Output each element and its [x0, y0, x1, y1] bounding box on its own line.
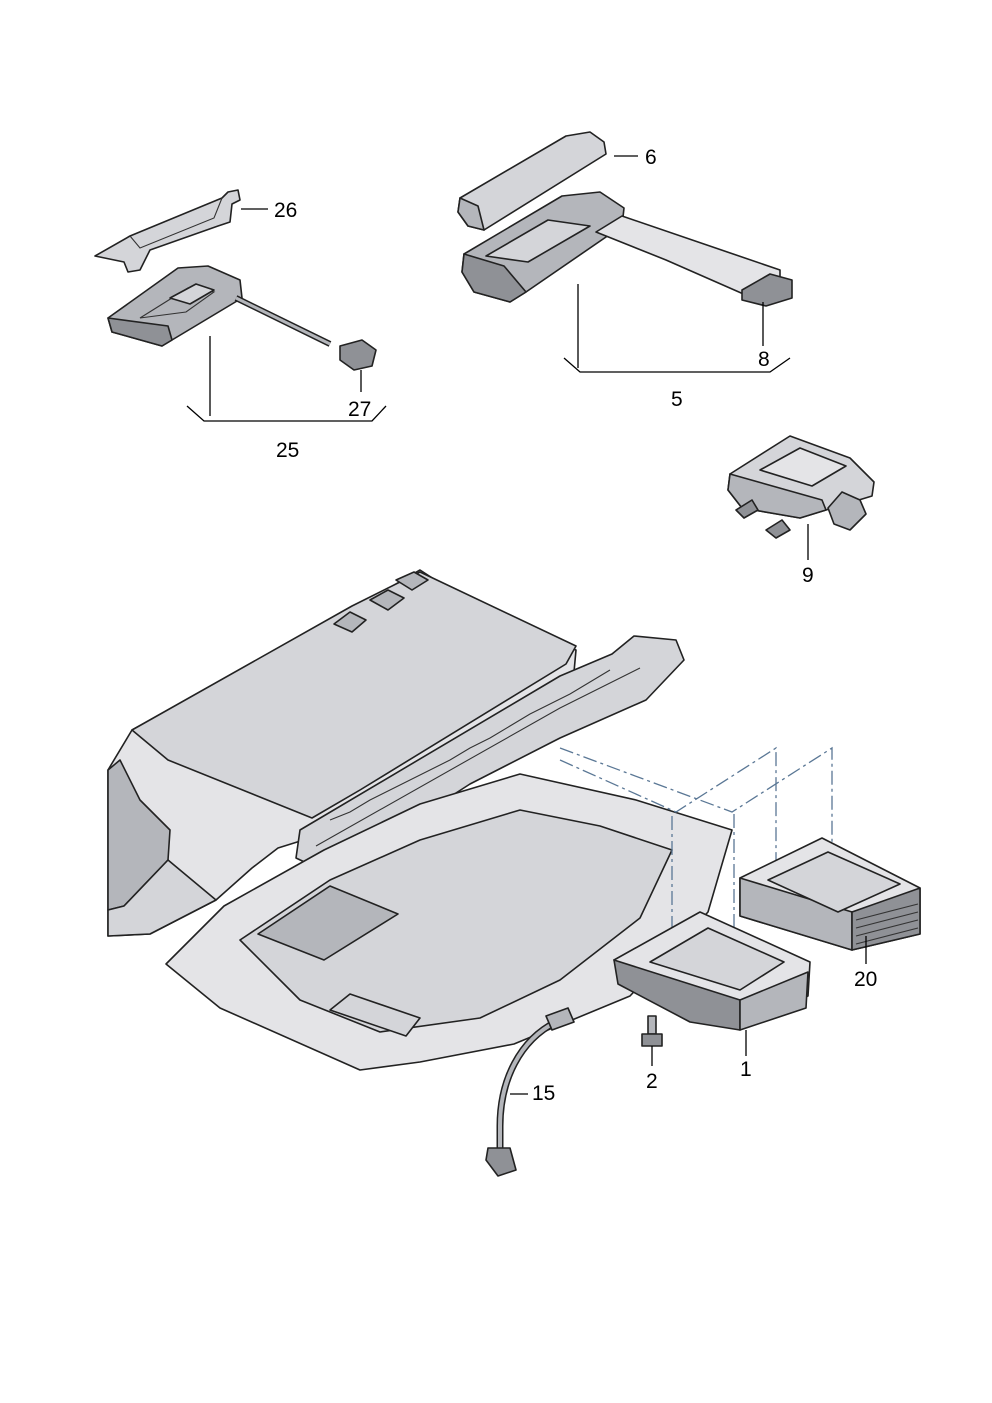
callout-20: 20: [854, 968, 877, 991]
glovebox-lid: [165, 773, 733, 1071]
leaders-group-5: [563, 155, 791, 373]
part-15-cable: [485, 1007, 575, 1177]
part-25-module: [107, 265, 243, 347]
part-26-cover-plate: [94, 189, 241, 273]
part-27-lead-with-connector: [234, 295, 377, 371]
part-6-lid: [457, 131, 607, 231]
part-20-insert: [739, 837, 921, 951]
leaders-group-25: [186, 208, 387, 422]
part-9-box: [727, 435, 875, 539]
part-2-screw: [641, 1015, 663, 1047]
callout-5: 5: [671, 388, 683, 411]
callout-27: 27: [348, 398, 371, 421]
callout-1: 1: [740, 1058, 752, 1081]
callout-26: 26: [274, 199, 297, 222]
callout-9: 9: [802, 564, 814, 587]
callout-8: 8: [758, 348, 770, 371]
part-5-module: [461, 191, 625, 303]
callout-15: 15: [532, 1082, 555, 1105]
part-8-ribbon-cable: [595, 215, 793, 307]
glovebox-housing: [107, 569, 577, 937]
callout-25: 25: [276, 439, 299, 462]
part-1-tray: [613, 911, 811, 1031]
callout-6: 6: [645, 146, 657, 169]
callout-2: 2: [646, 1070, 658, 1093]
